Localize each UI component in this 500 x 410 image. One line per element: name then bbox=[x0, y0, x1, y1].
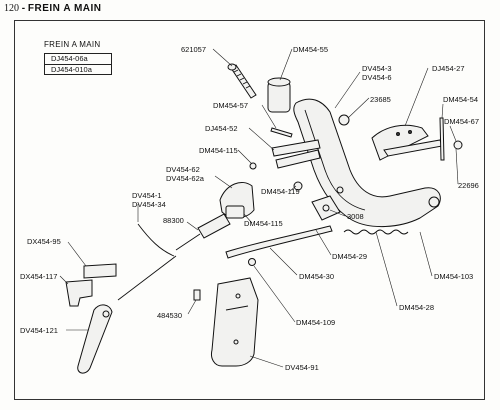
legend-row: DJ454-06a bbox=[51, 54, 88, 63]
handle-dv454-121-drawing bbox=[77, 304, 113, 374]
page-number: 120 bbox=[4, 3, 19, 14]
part-label: DM454-54 bbox=[443, 95, 479, 104]
part-label: DM454-115 bbox=[199, 146, 238, 155]
part-label: 484530 bbox=[157, 311, 183, 320]
part-label: DM454-103 bbox=[434, 272, 474, 281]
cylinder-dm454-55-drawing bbox=[267, 77, 291, 113]
page-title: FREIN A MAIN bbox=[27, 3, 102, 14]
part-label: DJ454-27 bbox=[432, 64, 465, 73]
part-label: DV454-62 bbox=[166, 165, 200, 174]
part-label: DM454-67 bbox=[444, 117, 480, 126]
cable-adjuster-88300-drawing bbox=[175, 213, 231, 251]
part-label: DM454-119 bbox=[261, 187, 300, 196]
plate-dj454-27-drawing bbox=[371, 124, 443, 161]
part-label: DX454-117 bbox=[20, 272, 58, 281]
lever-arm-dv454-drawing bbox=[293, 98, 441, 228]
cable-dv454-1-drawing bbox=[137, 223, 175, 257]
leader-lines bbox=[59, 48, 459, 368]
legend-row: DJ454-010a bbox=[45, 64, 111, 74]
legend-title: FREIN A MAIN bbox=[44, 40, 101, 49]
part-label: DM454-57 bbox=[213, 101, 249, 110]
nut-23685-drawing bbox=[338, 114, 350, 126]
nut-dm454-109-drawing bbox=[248, 258, 256, 266]
plate-dv454-91-drawing bbox=[211, 277, 259, 367]
part-label: 621057 bbox=[181, 45, 207, 54]
page-header: 120 - FREIN A MAIN bbox=[4, 3, 102, 14]
cable-lower-drawing bbox=[117, 255, 177, 301]
part-label: 23685 bbox=[370, 95, 391, 104]
bolt-621057-drawing bbox=[227, 63, 257, 99]
part-label: DM454-55 bbox=[293, 45, 329, 54]
link-dj454-52-drawing bbox=[271, 139, 321, 169]
part-label: DV454-121 bbox=[20, 326, 58, 335]
screw-484530-drawing bbox=[193, 289, 201, 301]
part-label: DM454-30 bbox=[299, 272, 335, 281]
diagram-frame bbox=[14, 20, 485, 400]
part-label: DV454-3 bbox=[362, 64, 392, 73]
part-label: 88300 bbox=[163, 216, 184, 225]
part-label: DM454-109 bbox=[296, 318, 336, 327]
rod-dm454-30-drawing bbox=[225, 225, 333, 259]
bracket-3008-drawing bbox=[311, 195, 341, 221]
caliper-dv454-62-drawing bbox=[219, 182, 255, 219]
washer-dm454-67-drawing bbox=[453, 140, 463, 150]
clip-dx454-95-drawing bbox=[83, 263, 117, 279]
header-dash: - bbox=[21, 3, 26, 14]
part-label: DV454-34 bbox=[132, 200, 166, 209]
part-label: DV454-91 bbox=[285, 363, 319, 372]
part-label: DM454-28 bbox=[399, 303, 435, 312]
bracket-dx454-117-drawing bbox=[65, 279, 93, 307]
part-label: DV454-6 bbox=[362, 73, 392, 82]
part-label: DV454-1 bbox=[132, 191, 162, 200]
pin-dm454-57-drawing bbox=[270, 127, 293, 138]
part-label: 3008 bbox=[347, 212, 364, 221]
part-label: 22696 bbox=[458, 181, 479, 190]
part-label: DM454-29 bbox=[332, 252, 368, 261]
legend-box: DJ454-06a DJ454-010a bbox=[44, 53, 112, 75]
part-label: DM454-115 bbox=[244, 219, 283, 228]
part-label: DJ454-52 bbox=[205, 124, 238, 133]
washer-dm454-115-drawing bbox=[249, 162, 257, 170]
part-label: DV454-62a bbox=[166, 174, 204, 183]
washer-dm454-119-drawing bbox=[293, 181, 303, 191]
part-label: DX454-95 bbox=[27, 237, 61, 246]
